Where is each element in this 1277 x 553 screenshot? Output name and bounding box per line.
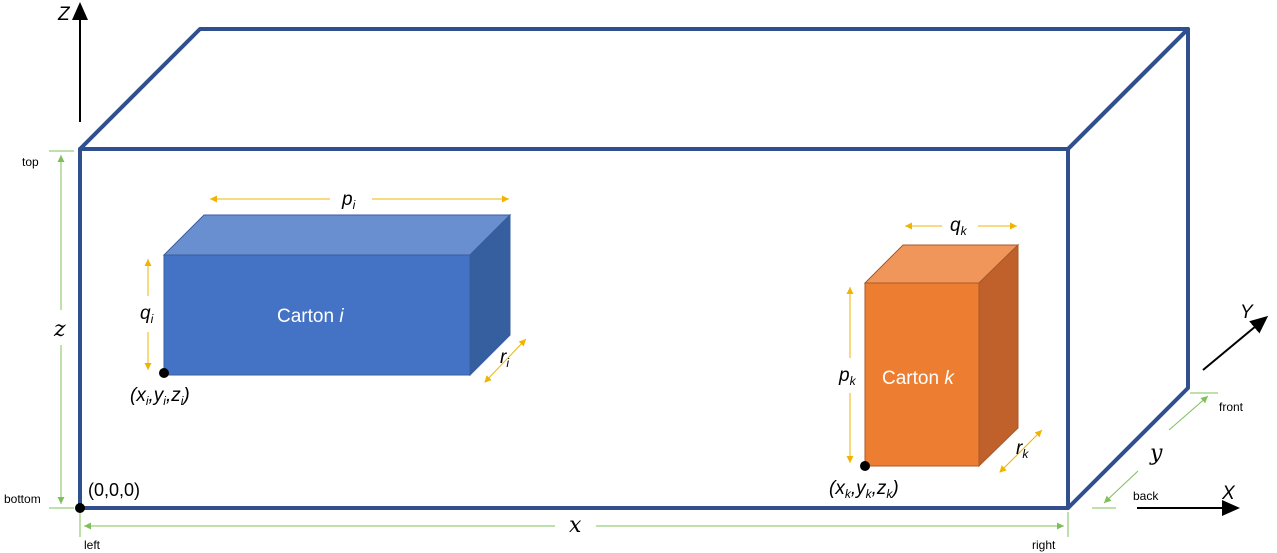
x-axis-label: X: [1221, 483, 1236, 504]
x-dimension-label: x: [569, 513, 582, 538]
container-top-face: [78, 27, 1190, 151]
container-side-face: [1066, 27, 1190, 510]
z-dimension-label: z: [53, 317, 66, 342]
carton-k-front: [864, 282, 980, 467]
left-label: left: [84, 538, 101, 552]
carton-i-coordinate: (xi,yi,zi): [130, 385, 190, 408]
carton-k-corner-point: [860, 461, 870, 471]
y-dimension-arrow-upper: [1168, 395, 1209, 431]
y-dimension-label: y: [1149, 441, 1163, 466]
carton-i: Carton i: [159, 213, 512, 378]
carton-k-p-label: pk: [838, 365, 857, 388]
back-label: back: [1133, 489, 1159, 503]
carton-k-title: Carton k: [882, 368, 955, 389]
top-label: top: [22, 155, 39, 169]
carton-i-front: [163, 254, 471, 376]
origin-label: (0,0,0): [88, 480, 140, 500]
carton-i-q-label: qi: [140, 303, 154, 326]
carton-i-r-label: ri: [500, 347, 509, 370]
carton-i-title: Carton i: [277, 306, 344, 327]
z-axis-label: Z: [57, 4, 71, 25]
origin-point: [75, 503, 85, 513]
carton-k-r-label: rk: [1016, 438, 1029, 461]
y-dimension-arrow-lower: [1103, 470, 1139, 504]
carton-i-top: [162, 214, 512, 256]
carton-k-side: [978, 243, 1019, 468]
carton-k-q-label: qk: [950, 215, 968, 238]
carton-i-corner-point: [159, 368, 169, 378]
right-label: right: [1032, 538, 1056, 552]
carton-k-coordinate: (xk,yk,zk): [829, 478, 899, 501]
y-axis-arrow: [1202, 315, 1269, 371]
carton-i-r-arrow: [484, 338, 527, 383]
carton-i-p-label: pi: [341, 189, 356, 212]
bottom-label: bottom: [4, 492, 41, 506]
front-label: front: [1219, 400, 1244, 414]
container-box: [78, 27, 1190, 510]
carton-k: Carton k: [860, 243, 1020, 471]
carton-k-r-arrow: [999, 429, 1043, 473]
y-axis-label: Y: [1240, 302, 1254, 323]
